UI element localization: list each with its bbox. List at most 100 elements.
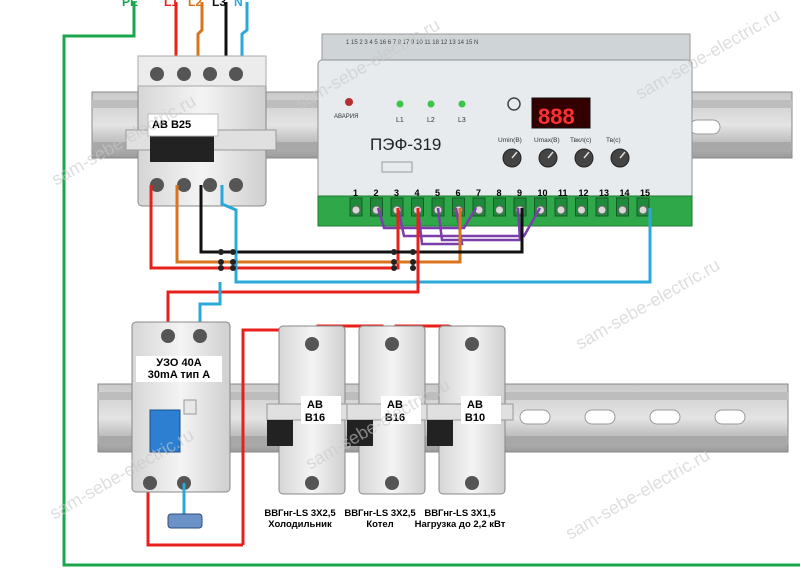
n-wire [220, 185, 652, 284]
rcd-caption-line1: УЗО 40А [156, 357, 202, 369]
neutral-bar-icon [167, 513, 203, 529]
terminal-number: 5 [435, 188, 440, 198]
load-name: Котел [366, 519, 394, 530]
breaker-toggle [347, 420, 373, 446]
rcd-out-wire [146, 480, 243, 547]
terminal-number: 12 [579, 188, 589, 198]
watermark: sam-sebe-electric.ru [562, 445, 713, 544]
terminal-number: 2 [374, 188, 379, 198]
terminal-number: 15 [640, 188, 650, 198]
breaker-toggle [427, 420, 453, 446]
l2-input-wire [196, 2, 204, 70]
phase-leds: L1 L2 L3 [396, 100, 466, 124]
top-label-pe: PE [122, 0, 138, 9]
top-labels: PE L1 L2 L3 N [122, 0, 243, 9]
top-label-n: N [234, 0, 243, 9]
alarm-label: АВАРИЯ [334, 114, 358, 120]
phase-led-label: L3 [458, 117, 466, 124]
watermark: sam-sebe-electric.ru [572, 255, 723, 354]
breaker-label-box [461, 396, 501, 424]
breaker-label-box [381, 396, 421, 424]
voltage-display [531, 97, 591, 129]
knob-label: Тв(с) [606, 137, 621, 144]
cable-spec: ВВГнг-LS 3Х1,5 [424, 508, 496, 519]
phase-led [458, 100, 466, 108]
rcd-caption-line2: 30mA тип А [147, 369, 211, 381]
breaker-top-screw [465, 337, 479, 351]
phase-led-label: L1 [396, 117, 404, 124]
knob-label: Umax(В) [534, 137, 560, 144]
l2-wire [175, 185, 462, 264]
top-label-l1: L1 [164, 0, 178, 9]
terminal-screw-head [618, 205, 627, 215]
wire-junctions [218, 249, 416, 271]
pe-wire [62, 2, 800, 567]
main-breaker [125, 55, 277, 207]
terminal-number: 9 [517, 188, 522, 198]
top-label-l3: L3 [212, 0, 226, 9]
terminal-screw-head [351, 205, 361, 215]
load-name: Нагрузка до 2,2 кВт [414, 519, 506, 530]
terminal-number: 1 [353, 188, 358, 198]
cable-spec: ВВГнг-LS 3Х2,5 [344, 508, 416, 519]
phase-led [427, 100, 435, 108]
breaker-rating: В16 [305, 412, 325, 424]
ce-mark-icon [381, 161, 413, 173]
breaker-label-box [301, 396, 341, 424]
cable-spec: ВВГнг-LS 3Х2,5 [264, 508, 336, 519]
load-name: Холодильник [268, 519, 332, 530]
l-wire-to-relay-4 [166, 208, 420, 330]
top-label-l2: L2 [188, 0, 202, 9]
relay-knobs: Umin(В)Umax(В)Твкл(с)Тв(с) [498, 137, 630, 168]
relay-logo-icon [507, 97, 521, 111]
terminal-number: 10 [538, 188, 548, 198]
l1-wire [149, 185, 400, 270]
breaker-bottom-screw [305, 476, 319, 490]
breaker-type: АВ [387, 399, 403, 411]
alarm-led [345, 98, 353, 106]
terminal-screw-head [556, 205, 566, 215]
rcd-caption: УЗО 40А 30mA тип А [136, 357, 222, 381]
l3-wire [199, 185, 524, 254]
n-wire-to-rcd [198, 282, 222, 330]
terminal-number: 6 [456, 188, 461, 198]
terminal-number: 4 [415, 188, 420, 198]
terminal-number: 8 [497, 188, 502, 198]
knob-label: Umin(В) [498, 137, 522, 144]
terminal-number: 7 [476, 188, 481, 198]
breaker-rating: В10 [465, 412, 485, 424]
phase-led-label: L2 [427, 117, 435, 124]
terminal-screw-head [597, 205, 607, 215]
terminal-number: 3 [394, 188, 399, 198]
relay-top-terminals: 1 15 2 3 4 5 16 6 7 8 17 9 10 11 18 12 1… [346, 40, 478, 46]
knob-pointer [583, 151, 590, 159]
knob-pointer [619, 151, 626, 159]
breaker-type: АВ [467, 399, 483, 411]
terminal-number: 13 [599, 188, 609, 198]
breaker-top-screw [305, 337, 319, 351]
terminal-number: 14 [620, 188, 630, 198]
knob-pointer [511, 151, 518, 159]
rcd-label-box [136, 356, 222, 382]
relay-model: ПЭФ-319 [370, 135, 441, 154]
terminal-screw-head [577, 205, 586, 215]
terminal-screw-head [495, 205, 504, 215]
n-input-wire [240, 2, 249, 70]
breaker-rating: В16 [385, 412, 405, 424]
terminal-number: 11 [558, 188, 568, 198]
knob-pointer [547, 151, 554, 159]
relay-display: 888 [538, 104, 575, 129]
phase-led [396, 100, 404, 108]
breaker-type: АВ [307, 399, 323, 411]
terminal-screw-head [638, 205, 648, 215]
breaker-top-screw [385, 337, 399, 351]
